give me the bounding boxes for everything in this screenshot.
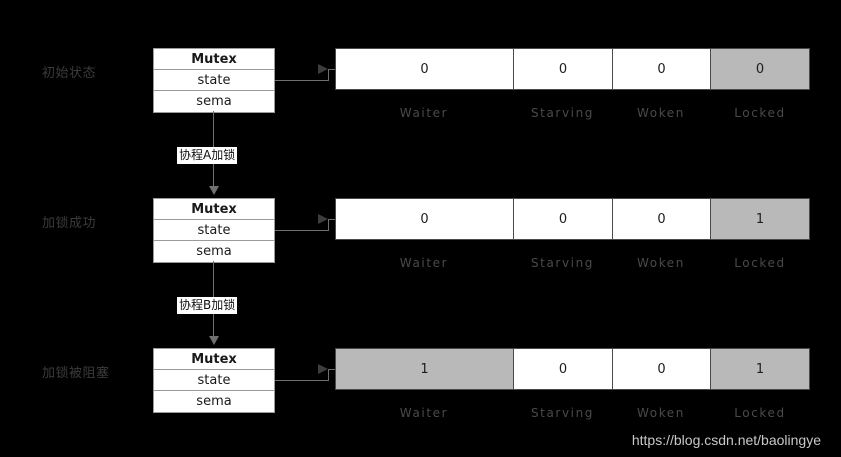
watermark-text: https://blog.csdn.net/baolingye	[631, 432, 821, 448]
stage-label-row-2: 加锁被阻塞	[42, 366, 110, 381]
mutex-field-state-row-0: state	[154, 70, 274, 91]
bit-label-woken-row-1: Woken	[636, 256, 685, 270]
connector-arrowhead-row-0	[318, 64, 328, 74]
bit-cell-waiter-row-1: 0	[335, 198, 513, 240]
mutex-title-row-2: Mutex	[154, 349, 274, 370]
bit-cell-woken-row-2: 0	[612, 348, 710, 390]
bit-cell-waiter-row-0: 0	[335, 48, 513, 90]
connector-h-lower-row-2	[275, 380, 329, 381]
bit-cell-starving-row-2: 0	[513, 348, 612, 390]
bit-label-waiter-row-2: Waiter	[399, 406, 449, 420]
transition-label-0: 协程A加锁	[177, 147, 238, 164]
connector-arrowhead-row-2	[318, 364, 328, 374]
connector-arrowhead-row-1	[318, 214, 328, 224]
bit-label-starving-row-0: Starving	[530, 106, 595, 120]
mutex-title-row-1: Mutex	[154, 199, 274, 220]
mutex-field-state-row-1: state	[154, 220, 274, 241]
mutex-field-sema-row-2: sema	[154, 391, 274, 412]
bit-cell-woken-row-1: 0	[612, 198, 710, 240]
stage-label-row-0: 初始状态	[42, 66, 97, 81]
transition-label-1: 协程B加锁	[177, 297, 238, 314]
connector-v-row-0	[328, 69, 329, 81]
connector-h-lower-row-0	[275, 80, 329, 81]
bit-label-locked-row-2: Locked	[734, 406, 786, 420]
bit-cell-locked-row-0: 0	[710, 48, 810, 90]
mutex-struct-box-row-2: Mutex state sema	[153, 348, 275, 413]
stage-label-row-1: 加锁成功	[42, 216, 97, 231]
connector-h-upper-row-1	[328, 219, 336, 220]
bit-cell-waiter-row-2: 1	[335, 348, 513, 390]
bit-label-woken-row-2: Woken	[636, 406, 685, 420]
mutex-field-sema-row-1: sema	[154, 241, 274, 262]
connector-h-lower-row-1	[275, 230, 329, 231]
state-bits-row-0: 0 0 0 0	[335, 48, 810, 90]
bit-label-waiter-row-1: Waiter	[399, 256, 449, 270]
bit-label-locked-row-0: Locked	[734, 106, 786, 120]
bit-cell-starving-row-0: 0	[513, 48, 612, 90]
mutex-struct-box-row-0: Mutex state sema	[153, 48, 275, 113]
mutex-field-sema-row-0: sema	[154, 91, 274, 112]
connector-v-row-1	[328, 219, 329, 231]
mutex-field-state-row-2: state	[154, 370, 274, 391]
bit-cell-starving-row-1: 0	[513, 198, 612, 240]
connector-v-row-2	[328, 369, 329, 381]
bit-label-starving-row-1: Starving	[530, 256, 595, 270]
bit-label-starving-row-2: Starving	[530, 406, 595, 420]
mutex-title-row-0: Mutex	[154, 49, 274, 70]
state-bits-row-1: 0 0 0 1	[335, 198, 810, 240]
transition-arrowhead-1	[209, 336, 219, 345]
bit-cell-woken-row-0: 0	[612, 48, 710, 90]
state-bits-row-2: 1 0 0 1	[335, 348, 810, 390]
mutex-struct-box-row-1: Mutex state sema	[153, 198, 275, 263]
bit-label-woken-row-0: Woken	[636, 106, 685, 120]
bit-label-locked-row-1: Locked	[734, 256, 786, 270]
bit-label-waiter-row-0: Waiter	[399, 106, 449, 120]
bit-cell-locked-row-2: 1	[710, 348, 810, 390]
bit-cell-locked-row-1: 1	[710, 198, 810, 240]
connector-h-upper-row-0	[328, 69, 336, 70]
connector-h-upper-row-2	[328, 369, 336, 370]
transition-arrowhead-0	[209, 186, 219, 195]
